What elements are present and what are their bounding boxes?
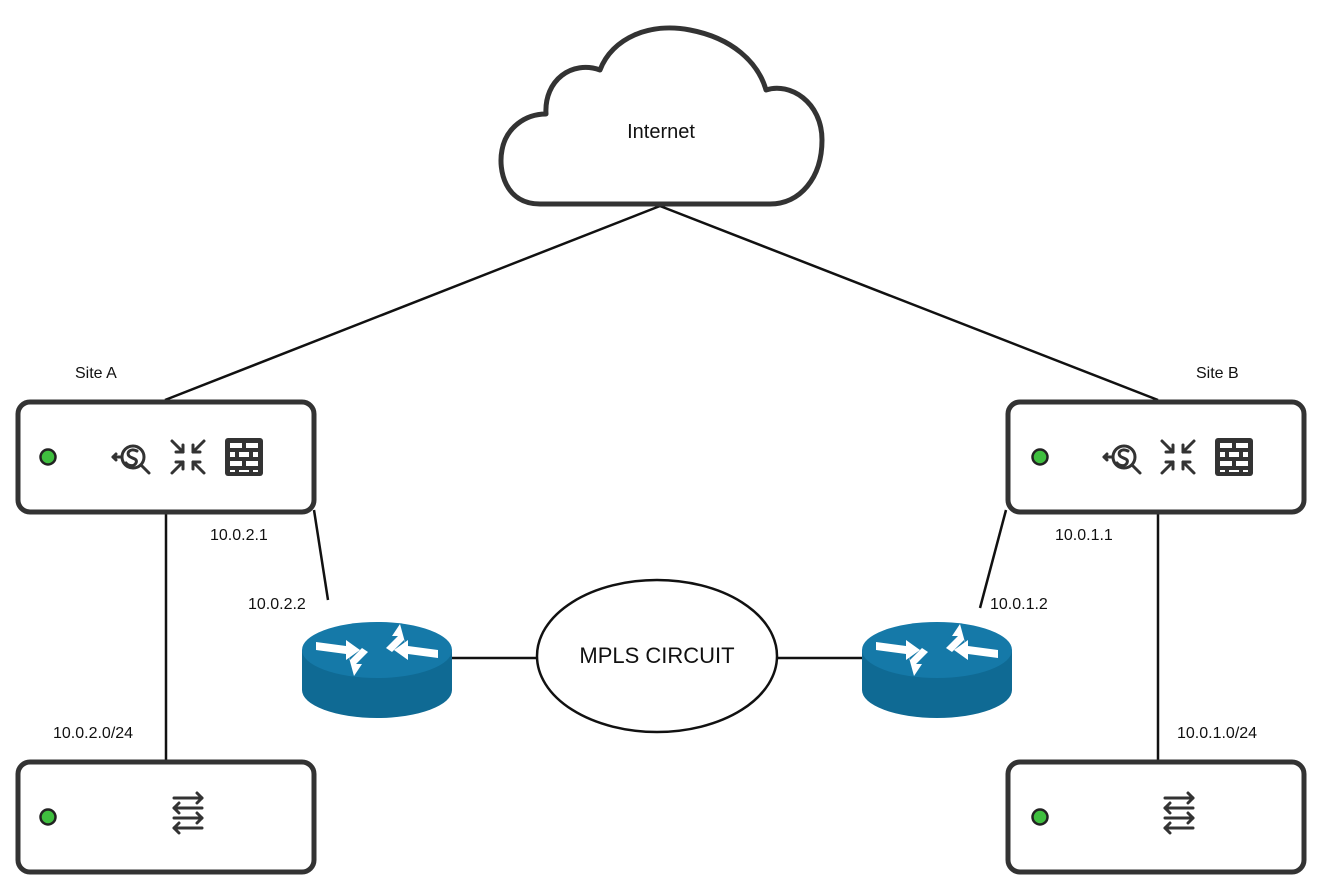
site-a-firewall <box>15 399 317 515</box>
brick-wall-icon <box>1215 438 1253 476</box>
status-led-icon <box>1031 448 1049 466</box>
site-a-router-icon <box>302 622 452 718</box>
site-b-firewall <box>1005 399 1307 515</box>
site-a-subnet: 10.0.2.0/24 <box>53 725 133 742</box>
link-fw-a-router-a <box>312 509 330 601</box>
status-led-icon <box>1031 808 1049 826</box>
site-b-router-ip: 10.0.1.2 <box>990 596 1048 613</box>
status-led-icon <box>39 808 57 826</box>
cloud-icon <box>498 25 825 207</box>
mpls-ellipse <box>535 578 779 734</box>
site-a-router-ip: 10.0.2.2 <box>248 596 306 613</box>
site-a-firewall-ip: 10.0.2.1 <box>210 527 268 544</box>
brick-wall-icon <box>225 438 263 476</box>
links <box>164 204 1160 762</box>
link-fw-b-router-b <box>978 509 1008 609</box>
link-internet-site-a <box>164 204 661 402</box>
mpls-circuit: MPLS CIRCUIT <box>535 578 779 734</box>
status-led-icon <box>39 448 57 466</box>
site-b-subnet: 10.0.1.0/24 <box>1177 725 1257 742</box>
internet-cloud: Internet <box>498 25 825 207</box>
site-b-firewall-ip: 10.0.1.1 <box>1055 527 1113 544</box>
site-a-label: Site A <box>75 365 117 382</box>
cloud-label: Internet <box>627 121 695 143</box>
site-b-router-icon <box>862 622 1012 718</box>
mpls-label: MPLS CIRCUIT <box>579 643 734 668</box>
site-b-label: Site B <box>1196 365 1239 382</box>
site-a-switch <box>15 759 317 875</box>
site-b-switch <box>1005 759 1307 875</box>
link-internet-site-b <box>659 204 1159 402</box>
